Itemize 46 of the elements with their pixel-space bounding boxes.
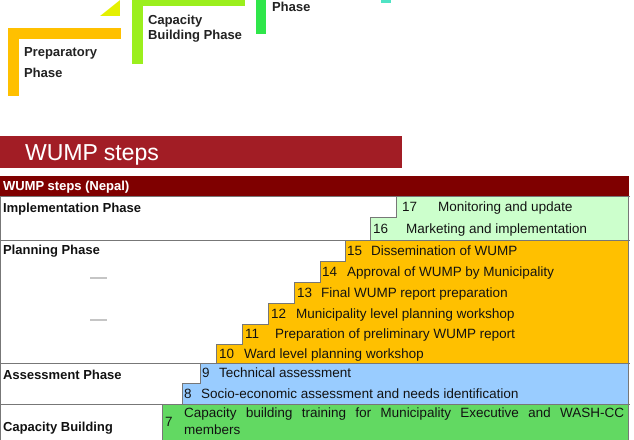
- table-row: [0, 196, 629, 240]
- step-cell: [396, 196, 629, 217]
- triangle-shape: [100, 0, 120, 16]
- step-text: Preparation of preliminary WUMP report: [275, 325, 515, 343]
- step-cell: [345, 240, 629, 261]
- step-number: 15: [347, 242, 362, 260]
- phase-label: Planning Phase: [3, 241, 100, 259]
- step-cell: [182, 383, 629, 404]
- step-number: 11: [245, 325, 260, 343]
- step-number: 14: [322, 263, 338, 281]
- step-text: Ward level planning workshop: [244, 345, 424, 363]
- table-row: [0, 404, 629, 440]
- step-text: Monitoring and update: [438, 198, 572, 216]
- header-text: WUMP steps (Nepal): [3, 177, 130, 195]
- title-banner: WUMP steps: [0, 136, 402, 168]
- table-row: [0, 363, 629, 404]
- phase-label: Capacity Building: [3, 418, 113, 436]
- step-text: Marketing and implementation: [406, 220, 587, 238]
- step-cell: [200, 363, 629, 383]
- step-text: Final WUMP report preparation: [321, 284, 508, 302]
- phase-label: Phase: [272, 0, 312, 13]
- phase-label: Preparatory Phase: [24, 43, 98, 82]
- phase-label: Assessment Phase: [3, 366, 122, 384]
- step-number: 16: [373, 220, 388, 238]
- step-number: 9: [202, 364, 210, 382]
- step-number: 7: [165, 413, 173, 431]
- step-cell: [216, 344, 629, 363]
- phase-bar: [381, 0, 391, 3]
- step-text: Capacity building training for Municipality Executive and WASH-CC members: [184, 405, 624, 438]
- step-text: Technical assessment: [219, 364, 352, 382]
- phase-label: Capacity Building Phase: [148, 12, 243, 42]
- step-number: 8: [184, 385, 192, 403]
- step-number: 12: [271, 305, 286, 323]
- corner-bar: [8, 28, 121, 96]
- phase-label: Implementation Phase: [3, 199, 141, 217]
- step-text: Municipality level planning workshop: [296, 305, 514, 323]
- corner-bar: [132, 0, 245, 64]
- table-header: [0, 176, 629, 196]
- step-number: 13: [297, 284, 312, 302]
- step-cell: [370, 217, 629, 240]
- table-row: [0, 240, 629, 363]
- step-number: 10: [219, 345, 234, 363]
- step-text: Approval of WUMP by Municipality: [347, 263, 554, 281]
- step-text: Dissemination of WUMP: [371, 242, 518, 260]
- step-number: 17: [402, 198, 418, 216]
- step-text: Socio-economic assessment and needs identification: [201, 385, 518, 403]
